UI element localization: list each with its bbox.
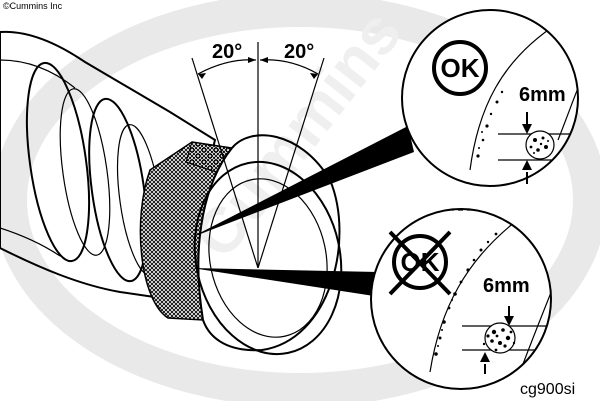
- ok-detail: OK 6mm: [401, 9, 579, 187]
- ok-dimension-label: 6mm: [519, 84, 566, 106]
- ok-bearing-damage: [525, 130, 555, 160]
- not-ok-bearing-damage: [482, 322, 516, 354]
- ok-badge-label: OK: [441, 53, 480, 83]
- pointer-to-ok-detail: [190, 126, 414, 238]
- copyright-label: ©Cummins Inc: [3, 1, 63, 11]
- not-ok-dimension-label: 6mm: [483, 275, 530, 297]
- angle-left-label: 20°: [212, 41, 242, 63]
- figure-id-label: cg900si: [520, 381, 575, 398]
- ok-badge: [432, 40, 488, 96]
- not-ok-detail: OK 6mm: [370, 208, 552, 390]
- pointer-to-not-ok-detail: [192, 268, 378, 296]
- angle-right-label: 20°: [284, 41, 314, 63]
- angle-indicator: 20° 20°: [191, 41, 325, 269]
